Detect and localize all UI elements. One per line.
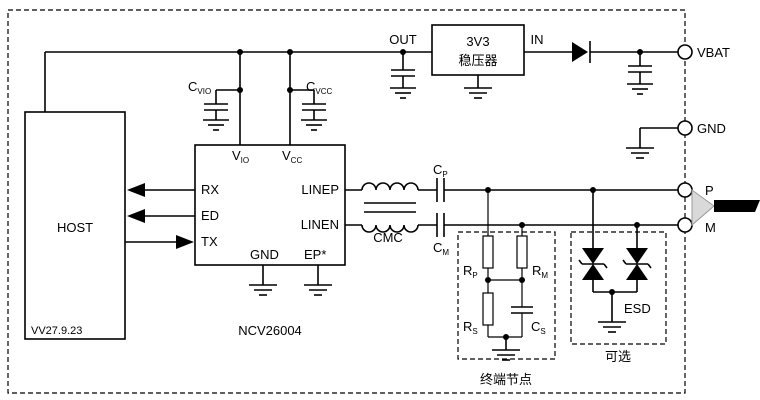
- ground-symbol-terminal: [626, 127, 678, 159]
- regulator-3v3: [431, 24, 525, 76]
- ground-symbol-chip-gnd: [249, 265, 277, 296]
- rs-resistor: [482, 292, 494, 326]
- ncv26004-chip: [194, 144, 346, 266]
- pin-linep-label: LINEP: [301, 182, 339, 197]
- gnd-terminal-label: GND: [697, 121, 726, 136]
- host-block: [24, 111, 126, 340]
- common-mode-choke: [361, 182, 419, 233]
- output-capacitor: [390, 52, 416, 99]
- cm-label: CM: [433, 240, 449, 257]
- esd-diode-m: [622, 225, 652, 292]
- regulator-out-label: OUT: [389, 32, 417, 47]
- rm-label: RM: [532, 263, 548, 280]
- regulator-label-2: 稳压器: [458, 53, 497, 68]
- input-capacitor: [627, 52, 653, 95]
- terminal-p-label: P: [705, 183, 714, 198]
- ground-symbol-regulator: [464, 87, 492, 99]
- ed-signal-arrow: [127, 209, 195, 223]
- ground-symbol-chip-ep: [304, 265, 332, 296]
- vbat-terminal: [677, 44, 693, 60]
- cvcc-capacitor: [290, 89, 327, 131]
- terminal-m: [677, 217, 693, 233]
- esd-label: ESD: [624, 301, 651, 316]
- twisted-pair-cable: [691, 189, 760, 227]
- regulator-in-label: IN: [531, 32, 544, 47]
- pin-vio-label: VIO: [232, 148, 249, 165]
- pin-linen-label: LINEN: [301, 217, 339, 232]
- esd-diode-p: [578, 190, 608, 292]
- pin-tx-label: TX: [201, 234, 218, 249]
- pin-vcc-label: VCC: [282, 148, 302, 165]
- cs-capacitor: [511, 280, 533, 337]
- pin-rx-label: RX: [201, 182, 219, 197]
- cmc-label: CMC: [373, 230, 403, 245]
- rs-label: RS: [463, 319, 478, 336]
- terminal-p: [677, 182, 693, 198]
- pin-ed-label: ED: [201, 208, 219, 223]
- terminal-m-label: M: [705, 220, 716, 235]
- host-label: HOST: [57, 220, 93, 235]
- cp-label: CP: [433, 162, 448, 179]
- reverse-protection-diode: [572, 41, 591, 63]
- gnd-terminal: [677, 120, 693, 136]
- termination-box: [457, 231, 556, 360]
- ground-symbol-esd: [598, 292, 626, 333]
- optional-label: 可选: [605, 349, 631, 364]
- cp-capacitor: [436, 178, 445, 202]
- regulator-label-1: 3V3: [466, 34, 489, 49]
- rp-label: RP: [463, 263, 478, 280]
- chip-name-label: NCV26004: [238, 323, 302, 338]
- pin-gnd-label: GND: [250, 247, 279, 262]
- termination-label: 终端节点: [480, 372, 532, 387]
- outer-boundary: [7, 9, 686, 394]
- rm-resistor: [516, 235, 528, 269]
- cm-capacitor: [436, 213, 445, 237]
- rx-signal-arrow: [127, 183, 195, 197]
- ground-symbol-termination: [492, 337, 520, 361]
- cvio-capacitor: [203, 89, 240, 131]
- cvcc-label: CVCC: [306, 79, 333, 96]
- tx-signal-arrow: [125, 235, 194, 249]
- rp-resistor: [482, 235, 494, 269]
- vbat-label: VBAT: [697, 45, 730, 60]
- pin-ep-label: EP*: [304, 247, 326, 262]
- cs-label: CS: [531, 319, 546, 336]
- host-version-label: VV27.9.23: [31, 325, 82, 337]
- cvio-label: CVIO: [188, 79, 211, 96]
